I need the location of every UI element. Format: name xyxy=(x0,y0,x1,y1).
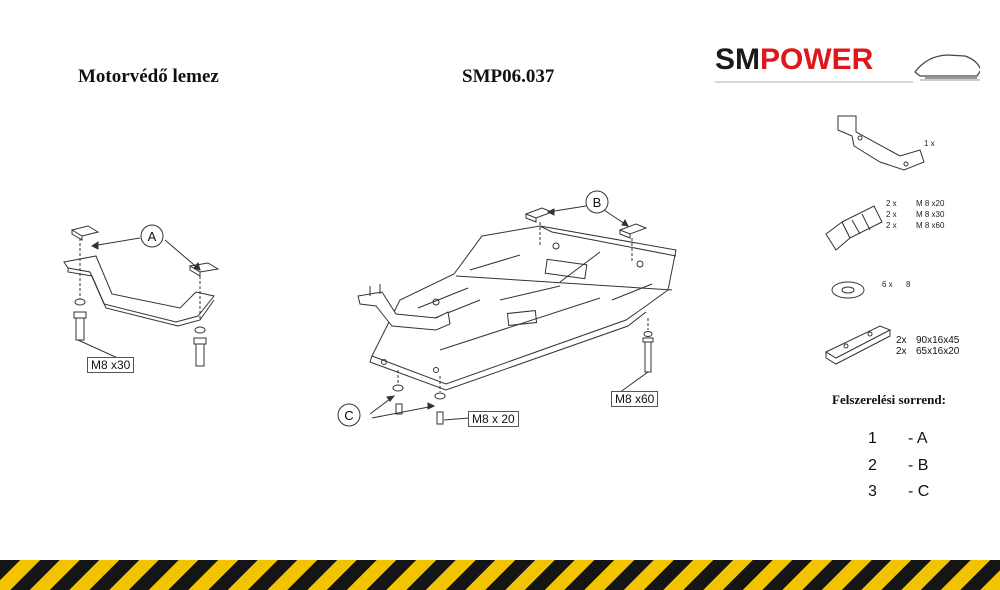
hazard-stripe xyxy=(0,560,1000,590)
logo-text-power: POWER xyxy=(760,43,874,76)
exploded-assembly-diagram: A B C xyxy=(63,115,925,427)
sequence-step-3: 3- C xyxy=(868,483,930,500)
left-bracket-assembly xyxy=(63,225,220,367)
callout-b: B xyxy=(593,195,602,210)
smpower-logo: SMPOWER xyxy=(715,42,980,86)
car-silhouette-icon xyxy=(715,54,980,83)
logo-text-sm: SM xyxy=(715,43,760,76)
part-code: SMP06.037 xyxy=(462,66,555,87)
bracket-qty: 1 x xyxy=(924,139,935,148)
callout-a: A xyxy=(148,229,157,244)
size-tag-right-bolt: M8 x60 xyxy=(611,391,659,407)
parts-list-drawings xyxy=(824,115,925,365)
install-sequence-title: Felszerelési sorrend: xyxy=(832,392,946,407)
size-tag-bottom-bolt: M8 x 20 xyxy=(468,411,519,427)
callout-c: C xyxy=(344,408,353,423)
size-tag-left-bolt: M8 x30 xyxy=(87,357,135,373)
part-name: Motorvédő lemez xyxy=(78,66,219,87)
sequence-step-2: 2- B xyxy=(868,457,929,474)
skid-plate xyxy=(357,205,677,425)
sequence-step-1: 1- A xyxy=(868,430,928,447)
